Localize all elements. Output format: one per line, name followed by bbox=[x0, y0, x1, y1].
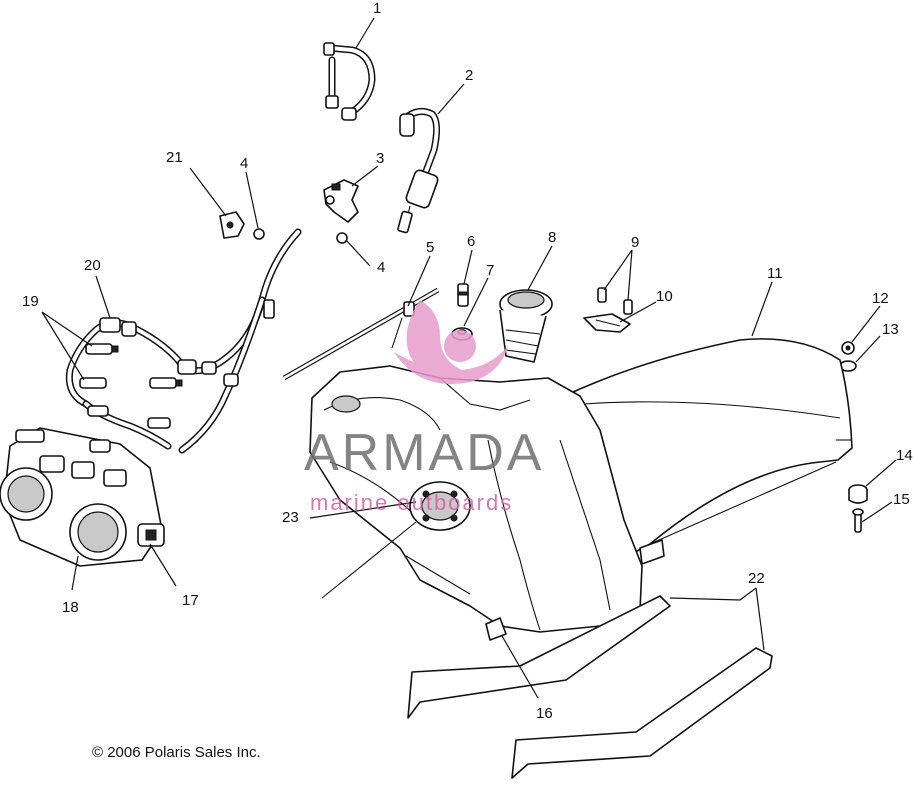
callout-14: 14 bbox=[896, 447, 913, 464]
part-12-nut bbox=[841, 341, 855, 355]
part-3-bracket bbox=[323, 179, 359, 223]
callout-18: 18 bbox=[62, 599, 79, 616]
part-5-vent-tube bbox=[282, 287, 440, 381]
callout-13: 13 bbox=[882, 321, 899, 338]
part-21-clamp bbox=[219, 211, 245, 239]
watermark: ARMADA marine outboards bbox=[304, 300, 544, 515]
watermark-brand: ARMADA bbox=[304, 424, 544, 482]
part-9-bolt bbox=[597, 287, 633, 315]
callout-12: 12 bbox=[872, 290, 889, 307]
callout-4b: 4 bbox=[377, 259, 385, 276]
callout-labels: 1 2 3 4 4 5 6 7 8 9 10 11 12 13 14 15 16… bbox=[22, 0, 913, 722]
part-18-throttle-body bbox=[0, 427, 163, 567]
callout-1: 1 bbox=[373, 0, 381, 17]
part-11-seat bbox=[559, 338, 853, 557]
part-14-spacer bbox=[848, 484, 868, 504]
callout-19: 19 bbox=[22, 293, 39, 310]
callout-22: 22 bbox=[748, 570, 765, 587]
watermark-emblem bbox=[394, 300, 508, 384]
part-20-fuel-rail-hose bbox=[65, 228, 302, 454]
part-8-fuel-cap bbox=[499, 289, 553, 363]
copyright-notice: © 2006 Polaris Sales Inc. bbox=[92, 744, 261, 761]
callout-2: 2 bbox=[465, 67, 473, 84]
part-16-pad bbox=[485, 617, 507, 641]
callout-7: 7 bbox=[486, 262, 494, 279]
callout-6: 6 bbox=[467, 233, 475, 250]
part-4-fastener bbox=[253, 228, 348, 244]
callout-16: 16 bbox=[536, 705, 553, 722]
part-22-heat-shield bbox=[407, 595, 773, 779]
callout-10: 10 bbox=[656, 288, 673, 305]
watermark-tagline: marine outboards bbox=[310, 490, 513, 515]
part-10-clip bbox=[583, 313, 631, 333]
callout-8: 8 bbox=[548, 229, 556, 246]
part-17-sensor bbox=[137, 523, 165, 547]
part-2-fuel-hose-filter bbox=[397, 107, 441, 234]
callout-9: 9 bbox=[631, 234, 639, 251]
part-19-fuel-injector bbox=[79, 343, 183, 429]
callout-20: 20 bbox=[84, 257, 101, 274]
part-23-fuel-pump bbox=[321, 481, 471, 599]
part-1-fuel-hose bbox=[323, 42, 376, 121]
part-6-fitting bbox=[457, 283, 469, 307]
callout-21: 21 bbox=[166, 149, 183, 166]
callout-11: 11 bbox=[767, 265, 783, 282]
part-15-screw bbox=[852, 508, 864, 533]
callout-23: 23 bbox=[282, 509, 299, 526]
callout-4a: 4 bbox=[240, 155, 248, 172]
callout-5: 5 bbox=[426, 239, 434, 256]
callout-15: 15 bbox=[893, 491, 910, 508]
leader-lines bbox=[41, 17, 897, 699]
callout-17: 17 bbox=[182, 592, 199, 609]
callout-3: 3 bbox=[376, 150, 384, 167]
